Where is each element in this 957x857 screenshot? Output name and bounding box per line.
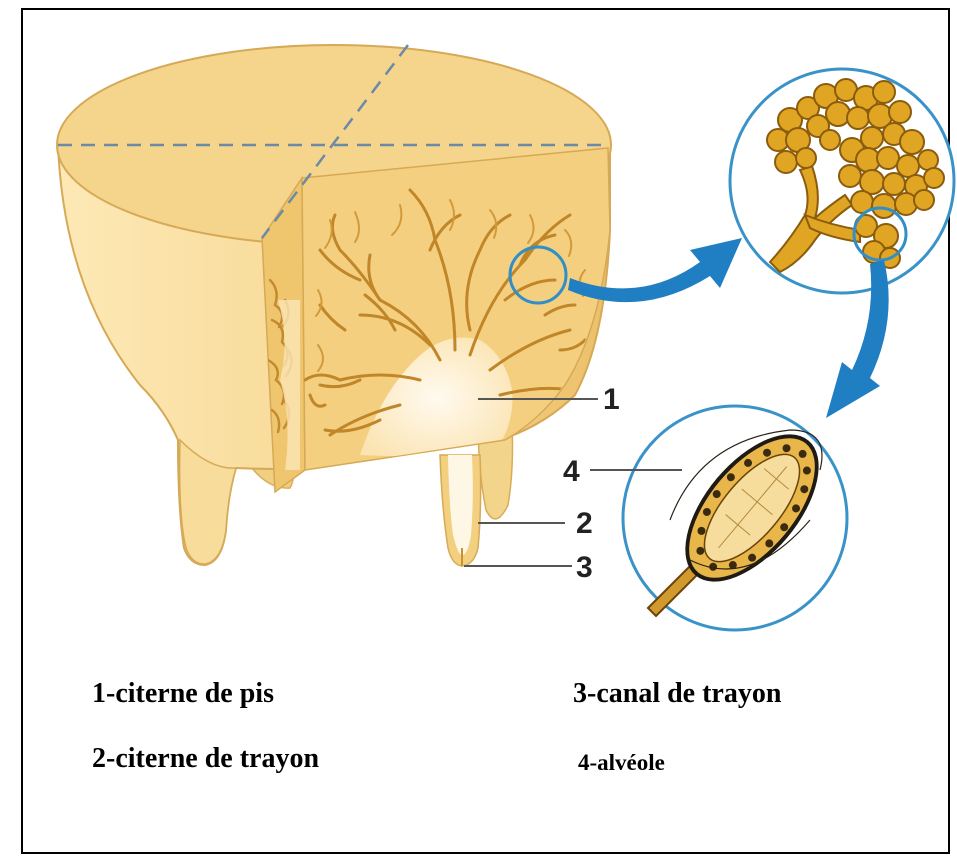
callout-4: 4 <box>563 455 580 488</box>
legend-item-2: 2-citerne de trayon <box>92 743 319 775</box>
callout-3: 3 <box>576 551 593 584</box>
callout-1: 1 <box>603 383 620 416</box>
legend-item-1: 1-citerne de pis <box>92 678 274 710</box>
legend-item-4: 4-alvéole <box>578 750 665 776</box>
legend-item-3: 3-canal de trayon <box>573 678 781 710</box>
callout-2: 2 <box>576 507 593 540</box>
